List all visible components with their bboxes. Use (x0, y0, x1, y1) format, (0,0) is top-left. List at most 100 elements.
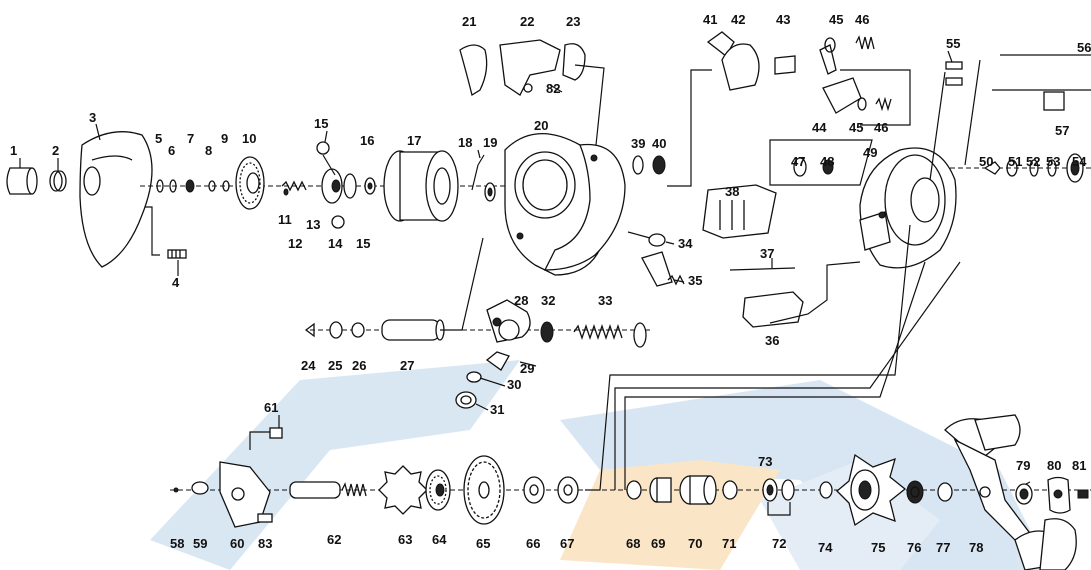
part-3-side-plate (79, 131, 160, 268)
parts-55-57-screws (929, 54, 1091, 181)
part-75-star-drag (836, 453, 907, 527)
part-62-shaft (257, 481, 367, 523)
label-45a: 45 (829, 12, 843, 27)
label-46a: 46 (855, 12, 869, 27)
parts-36-38-brake (702, 184, 861, 328)
label-59: 59 (193, 536, 207, 551)
part-21-clip (459, 44, 488, 97)
label-76: 76 (907, 540, 921, 555)
label-37: 37 (760, 246, 774, 261)
parts-29-31-crank (455, 351, 510, 409)
part-22-bracket (499, 39, 561, 96)
label-28: 28 (514, 293, 528, 308)
part-10-gear (235, 156, 265, 210)
label-35: 35 (688, 273, 702, 288)
label-45b: 45 (849, 120, 863, 135)
label-6: 6 (168, 143, 175, 158)
part-64-gear (425, 469, 451, 511)
label-77: 77 (936, 540, 950, 555)
label-52: 52 (1026, 154, 1040, 169)
label-38: 38 (725, 184, 739, 199)
part-1-knob (6, 167, 38, 195)
label-48: 48 (820, 154, 834, 169)
label-9: 9 (221, 131, 228, 146)
part-2-spring (49, 170, 67, 192)
label-20: 20 (534, 118, 548, 133)
label-69: 69 (651, 536, 665, 551)
parts-50-54-drag (983, 153, 1084, 183)
label-30: 30 (507, 377, 521, 392)
label-13: 13 (306, 217, 320, 232)
parts-41-46-top (706, 31, 911, 126)
part-23-lever (562, 43, 605, 146)
label-68: 68 (626, 536, 640, 551)
label-39: 39 (631, 136, 645, 151)
part-4-screw (167, 249, 187, 259)
label-41: 41 (703, 12, 717, 27)
label-75: 75 (871, 540, 885, 555)
label-36: 36 (765, 333, 779, 348)
parts-79-81-caps (1015, 476, 1089, 514)
label-27: 27 (400, 358, 414, 373)
parts-39-40-bearings (632, 69, 712, 187)
label-2: 2 (52, 143, 59, 158)
label-50: 50 (979, 154, 993, 169)
label-21: 21 (462, 14, 476, 29)
label-8: 8 (205, 143, 212, 158)
label-83: 83 (258, 536, 272, 551)
label-63: 63 (398, 532, 412, 547)
label-11: 11 (278, 212, 292, 227)
parts-32-33-gear-shaft (540, 321, 647, 348)
label-34: 34 (678, 236, 693, 251)
part-17-spool (383, 150, 459, 222)
label-64: 64 (432, 532, 447, 547)
parts-58-61-plate (173, 427, 283, 528)
label-31: 31 (490, 402, 504, 417)
label-58: 58 (170, 536, 184, 551)
label-54: 54 (1072, 154, 1087, 169)
label-73: 73 (758, 454, 772, 469)
label-22: 22 (520, 14, 534, 29)
label-25: 25 (328, 358, 342, 373)
leader-lines (19, 50, 1031, 485)
part-49-side-cover (859, 147, 957, 269)
label-32: 32 (541, 293, 555, 308)
part-63-star (378, 465, 428, 515)
label-47: 47 (791, 154, 805, 169)
parts-34-35-spring (627, 231, 685, 287)
label-72: 72 (772, 536, 786, 551)
parts-76-77-nut-washer (906, 480, 953, 504)
label-78: 78 (969, 540, 983, 555)
label-3: 3 (89, 110, 96, 125)
label-33: 33 (598, 293, 612, 308)
label-42: 42 (731, 12, 745, 27)
label-56: 56 (1077, 40, 1091, 55)
part-labels: 1 2 3 4 5 6 7 8 9 10 11 12 13 14 15 15 1… (10, 12, 1091, 555)
label-60: 60 (230, 536, 244, 551)
part-78-handle (944, 414, 1077, 570)
label-14: 14 (328, 236, 343, 251)
label-26: 26 (352, 358, 366, 373)
label-4: 4 (172, 275, 180, 290)
part-16-bearing (364, 177, 376, 195)
part-18-pin (471, 154, 485, 191)
label-15a: 15 (314, 116, 328, 131)
parts-66-67-washers (523, 224, 911, 504)
label-23: 23 (566, 14, 580, 29)
label-49: 49 (863, 145, 877, 160)
label-43: 43 (776, 12, 790, 27)
label-61: 61 (264, 400, 278, 415)
label-44: 44 (812, 120, 827, 135)
part-28-yoke (486, 299, 531, 343)
label-79: 79 (1016, 458, 1030, 473)
label-71: 71 (722, 536, 736, 551)
part-19-bearing (484, 182, 496, 202)
label-74: 74 (818, 540, 833, 555)
label-65: 65 (476, 536, 490, 551)
label-70: 70 (688, 536, 702, 551)
label-66: 66 (526, 536, 540, 551)
label-81: 81 (1072, 458, 1086, 473)
label-55: 55 (946, 36, 960, 51)
